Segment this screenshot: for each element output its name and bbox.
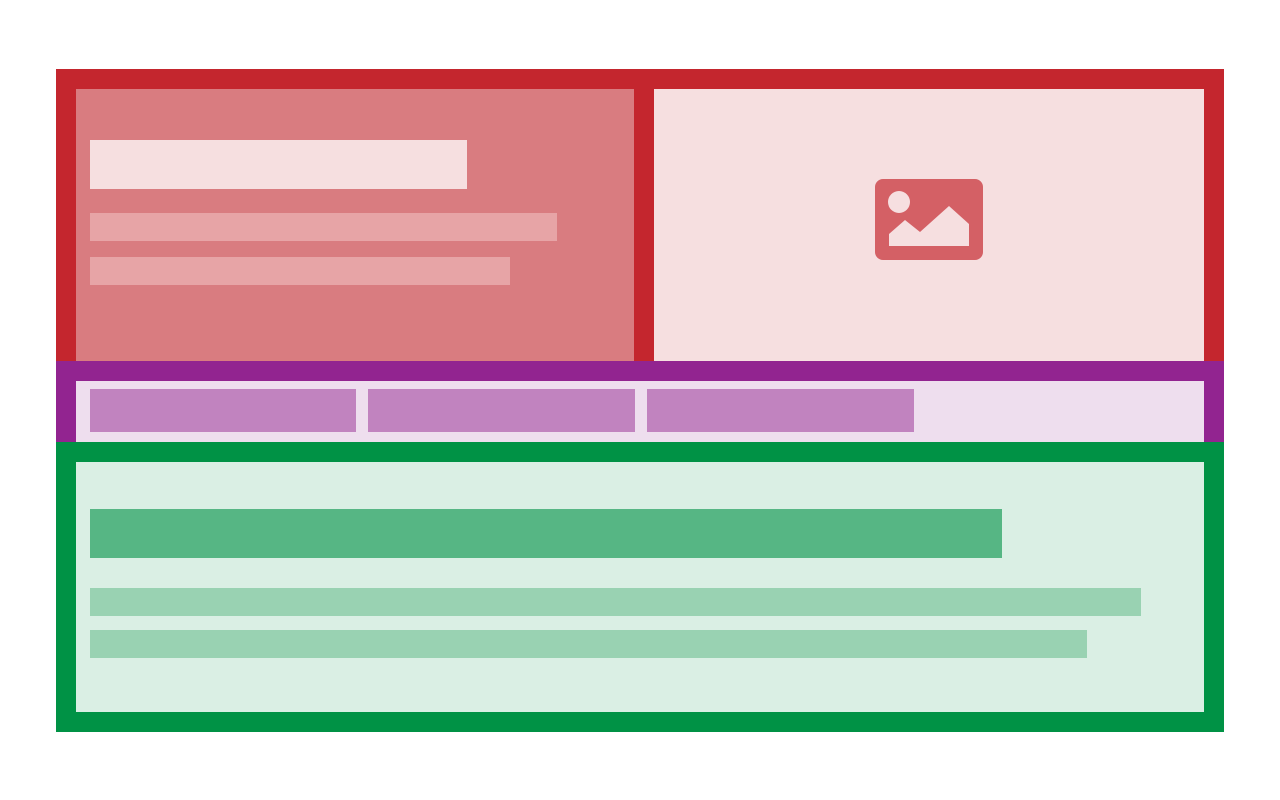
content-text-line-placeholder — [90, 630, 1087, 658]
hero-text-line-placeholder — [90, 213, 557, 241]
nav-tab-placeholder[interactable] — [647, 389, 914, 432]
content-panel — [76, 462, 1204, 712]
image-icon-mountains — [889, 206, 969, 246]
content-text-line-placeholder — [90, 588, 1141, 616]
nav-tab-placeholder[interactable] — [90, 389, 356, 432]
image-icon — [875, 179, 983, 260]
hero-title-placeholder — [90, 140, 467, 189]
content-title-placeholder — [90, 509, 1002, 558]
image-icon-sun — [888, 191, 910, 213]
image-icon-frame — [875, 179, 983, 260]
nav-tab-placeholder[interactable] — [368, 389, 635, 432]
hero-text-line-placeholder — [90, 257, 510, 285]
